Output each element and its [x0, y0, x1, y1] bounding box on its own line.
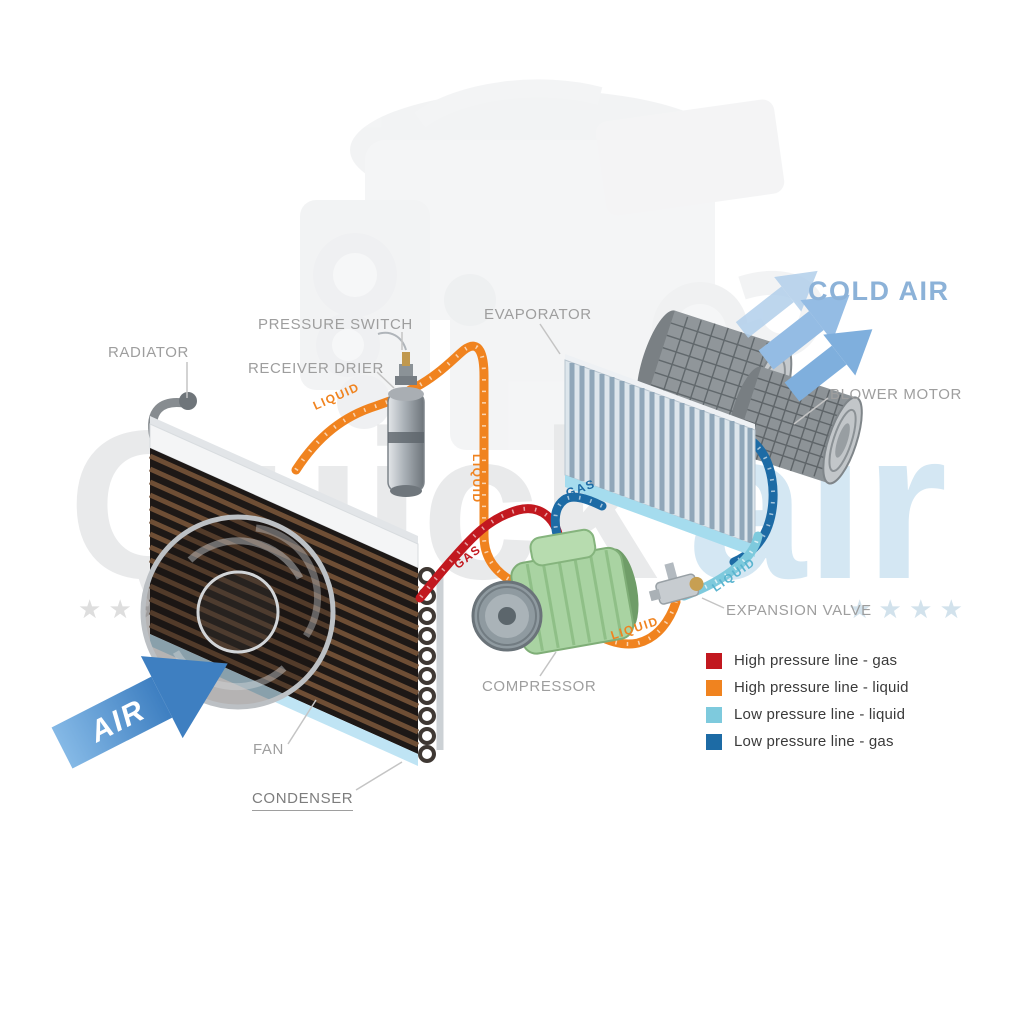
- legend-label-lp-liquid: Low pressure line - liquid: [734, 706, 906, 723]
- label-condenser: CONDENSER: [252, 790, 354, 811]
- legend-swatch-lp-liquid: [706, 706, 722, 723]
- pipe-label-liquid-mid: LIQUID: [470, 454, 484, 504]
- label-fan: FAN: [253, 741, 284, 758]
- legend-swatch-lp-gas: [706, 733, 722, 750]
- legend-label-hp-liquid: High pressure line - liquid: [734, 679, 909, 696]
- legend-swatch-hp-gas: [706, 652, 722, 669]
- receiver-drier: [377, 331, 425, 497]
- legend-label-hp-gas: High pressure line - gas: [734, 652, 898, 669]
- legend-label-lp-gas: Low pressure line - gas: [734, 733, 894, 750]
- legend: High pressure line - gas High pressure l…: [706, 652, 909, 750]
- fan: [140, 514, 336, 710]
- label-pressure-switch: PRESSURE SWITCH: [258, 316, 413, 333]
- leader-lines: [186, 323, 829, 791]
- expansion-valve: [648, 562, 704, 605]
- evaporator: [564, 354, 756, 557]
- label-blower-motor: BLOWER MOTOR: [830, 386, 962, 403]
- pipe-low-pressure-gas: [550, 492, 607, 549]
- compressor: [471, 528, 639, 655]
- label-evaporator: EVAPORATOR: [484, 306, 592, 323]
- engine-background: [300, 79, 825, 450]
- pipe-high-pressure-gas: [415, 504, 565, 603]
- radiator: [148, 392, 419, 569]
- label-receiver-drier: RECEIVER DRIER: [248, 360, 384, 377]
- legend-row-hp-gas: High pressure line - gas: [706, 652, 909, 669]
- legend-row-hp-liquid: High pressure line - liquid: [706, 679, 909, 696]
- air-arrow: AIR: [51, 656, 228, 769]
- watermark-stars-right: ★ ★ ★ ★: [848, 594, 963, 624]
- label-radiator: RADIATOR: [108, 344, 189, 361]
- pressure-switch: [377, 331, 417, 385]
- label-cold-air: COLD AIR: [808, 276, 950, 306]
- legend-row-lp-gas: Low pressure line - gas: [706, 733, 909, 750]
- pipe-high-pressure-liquid: [291, 341, 681, 649]
- legend-swatch-hp-liquid: [706, 679, 722, 696]
- pipe-low-pressure-liquid: [679, 531, 763, 601]
- legend-row-lp-liquid: Low pressure line - liquid: [706, 706, 909, 723]
- label-compressor: COMPRESSOR: [482, 678, 597, 695]
- cold-air-arrows: [735, 270, 873, 402]
- label-expansion-valve: EXPANSION VALVE: [726, 602, 872, 619]
